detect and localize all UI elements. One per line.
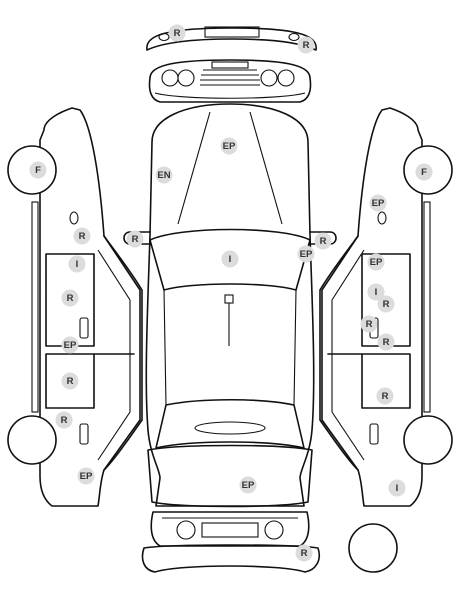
marker-badge (360, 315, 378, 333)
marker-left-mirror: R (126, 230, 144, 248)
marker-label: R (383, 299, 390, 310)
marker-left-front-door: R (61, 289, 79, 307)
marker-badge (377, 333, 395, 351)
marker-right-front-door-c: R (360, 315, 378, 333)
rear-face (148, 59, 312, 103)
marker-badge (377, 295, 395, 313)
car-top-view (123, 103, 337, 508)
marker-rear-bumper-right: R (297, 36, 315, 54)
marker-label: R (301, 548, 308, 559)
marker-badge (376, 387, 394, 405)
marker-badge (55, 411, 73, 429)
marker-right-front-tire: F (415, 163, 433, 181)
marker-badge (369, 194, 387, 212)
marker-label: EP (370, 257, 383, 268)
marker-badge (126, 230, 144, 248)
marker-left-door-seam: EP (61, 336, 79, 354)
marker-left-front-tire: F (29, 161, 47, 179)
marker-left-front-fender: R (73, 227, 91, 245)
marker-label: R (174, 28, 181, 39)
marker-badge (77, 467, 95, 485)
marker-badge (295, 544, 313, 562)
marker-badge (68, 255, 86, 273)
marker-badge (367, 283, 385, 301)
marker-label: EP (80, 471, 93, 482)
marker-label: F (35, 165, 41, 176)
marker-label: R (61, 415, 68, 426)
marker-badge (168, 24, 186, 42)
marker-badge (61, 336, 79, 354)
marker-label: I (375, 287, 378, 298)
marker-badge (239, 476, 257, 494)
marker-label: EP (372, 198, 385, 209)
marker-left-rear-door: R (61, 372, 79, 390)
marker-right-front-door-d: R (377, 333, 395, 351)
marker-label: EP (242, 480, 255, 491)
marker-badge (367, 253, 385, 271)
marker-badge (155, 166, 173, 184)
marker-hood: EP (220, 137, 238, 155)
marker-right-rear-quarter: I (388, 479, 406, 497)
marker-left-rear-quarter: EP (77, 467, 95, 485)
marker-badge (297, 36, 315, 54)
marker-label: I (396, 483, 399, 494)
marker-label: R (67, 293, 74, 304)
marker-label: EN (157, 170, 170, 181)
marker-badge (61, 372, 79, 390)
marker-label: R (320, 236, 327, 247)
marker-trunk: EP (239, 476, 257, 494)
marker-right-front-door-top: EP (367, 253, 385, 271)
marker-label: EP (300, 249, 313, 260)
marker-label: R (67, 376, 74, 387)
marker-label: R (303, 40, 310, 51)
marker-right-mirror: R (314, 232, 332, 250)
spare-tire (348, 523, 398, 573)
marker-right-front-door-b: R (377, 295, 395, 313)
marker-label: I (76, 259, 79, 270)
marker-roof: I (221, 250, 239, 268)
marker-label: R (366, 319, 373, 330)
marker-label: R (79, 231, 86, 242)
marker-badge (415, 163, 433, 181)
marker-left-front-door-top: I (68, 255, 86, 273)
marker-engine: EN (155, 166, 173, 184)
left-side-profile (7, 107, 143, 507)
marker-label: R (132, 234, 139, 245)
marker-right-rear-door: R (376, 387, 394, 405)
marker-badge (61, 289, 79, 307)
marker-label: I (229, 254, 232, 265)
marker-badge (220, 137, 238, 155)
marker-badge (314, 232, 332, 250)
front-bumper (141, 544, 321, 573)
marker-label: EP (64, 340, 77, 351)
marker-label: F (421, 167, 427, 178)
marker-right-front-door-a: I (367, 283, 385, 301)
marker-badge (73, 227, 91, 245)
marker-badge (29, 161, 47, 179)
marker-left-rear-door-low: R (55, 411, 73, 429)
front-face (150, 511, 310, 547)
marker-badge (297, 245, 315, 263)
marker-right-a-pillar: EP (297, 245, 315, 263)
marker-badge (221, 250, 239, 268)
marker-label: R (382, 391, 389, 402)
marker-label: EP (223, 141, 236, 152)
marker-front-bumper: R (295, 544, 313, 562)
marker-badge (388, 479, 406, 497)
marker-right-front-fender: EP (369, 194, 387, 212)
marker-rear-bumper-left: R (168, 24, 186, 42)
marker-label: R (383, 337, 390, 348)
